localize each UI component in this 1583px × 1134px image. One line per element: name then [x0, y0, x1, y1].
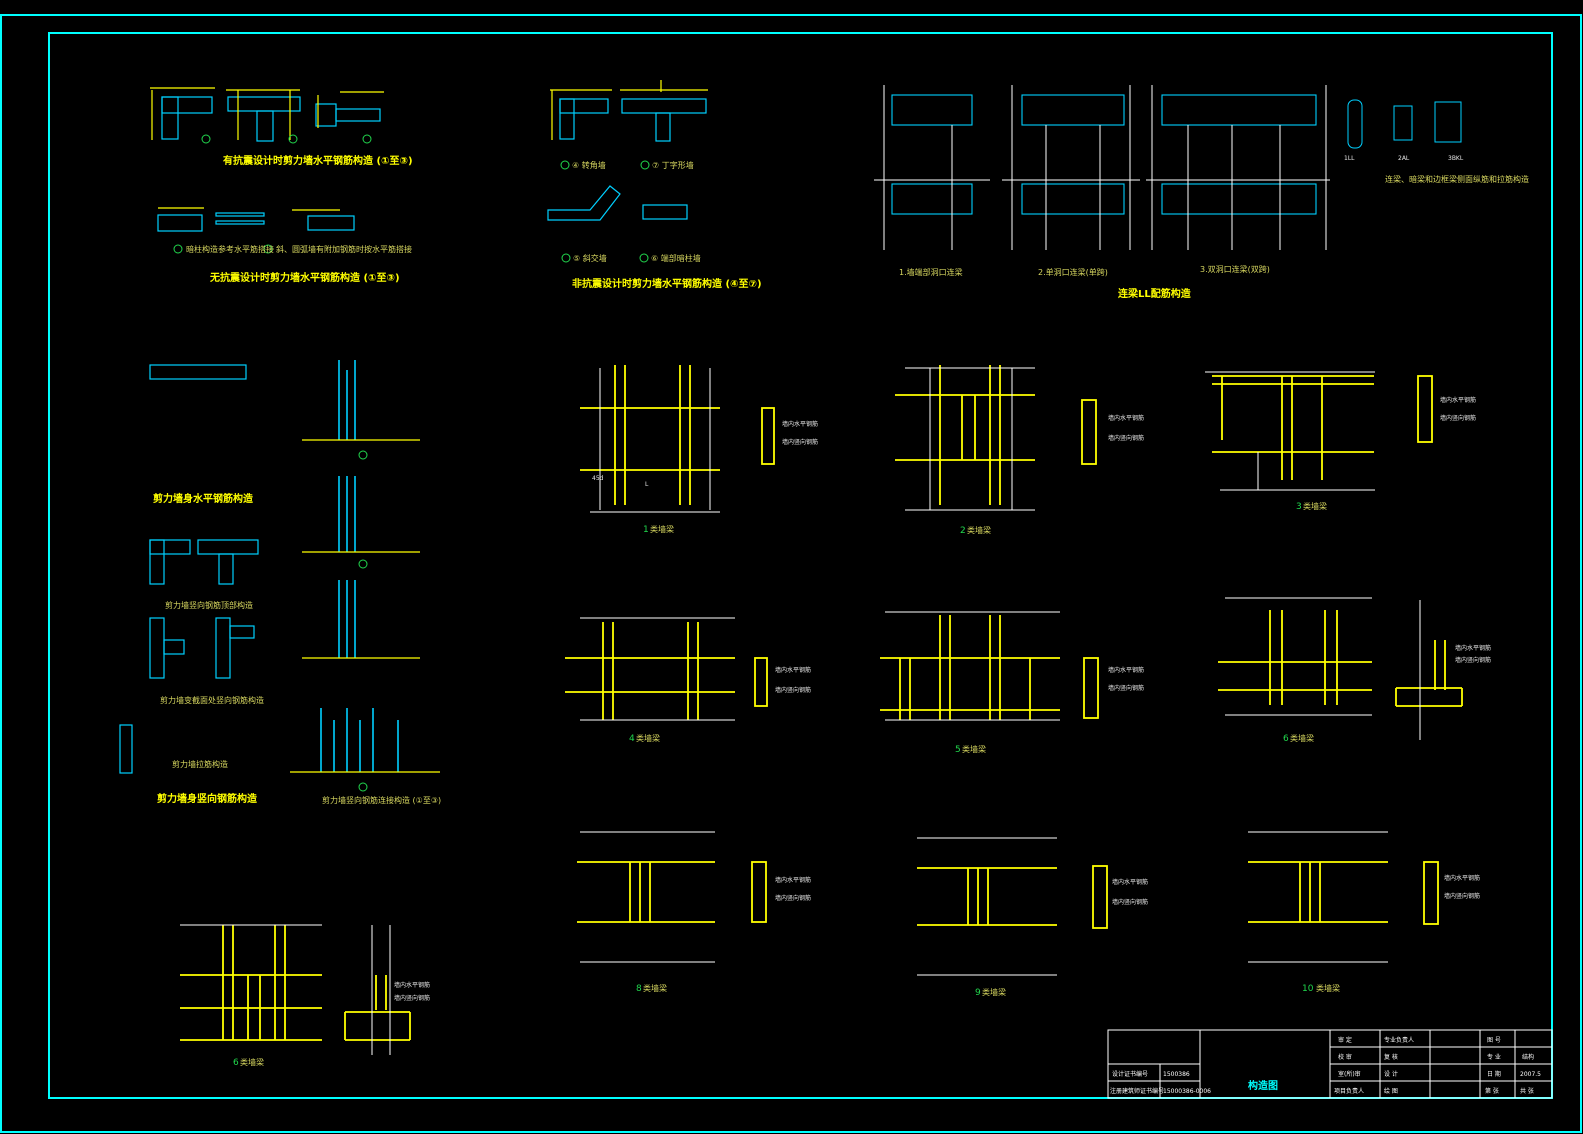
beam-8-num: 8 — [636, 984, 642, 994]
tb-r0c2: 图 号 — [1487, 1037, 1501, 1044]
annot-hbar-10: 墙内水平钢筋 — [1444, 874, 1480, 882]
annot-vbar-3: 墙内竖向钢筋 — [1440, 414, 1476, 422]
beam-6b-num: 6 — [233, 1058, 239, 1068]
tb-r3c2: 第 张 — [1485, 1087, 1499, 1095]
ll-sub-3: 3.双洞口连梁(双跨) — [1200, 264, 1270, 274]
tb-license-value: 1500386 — [1163, 1071, 1190, 1078]
tb-r3c3: 共 张 — [1520, 1087, 1534, 1095]
annot-hbar-6b: 墙内水平钢筋 — [394, 981, 430, 989]
annot-vbar-1: 墙内竖向钢筋 — [782, 438, 818, 446]
beam-4-label: 类墙梁 — [636, 733, 660, 743]
beam-10-num: 10 — [1302, 984, 1314, 994]
beam-2-label: 类墙梁 — [967, 525, 991, 535]
tb-r3c1: 绘 图 — [1384, 1087, 1398, 1095]
cap-left-d: 剪力墙竖向钢筋连接构造 (①至③) — [322, 795, 441, 805]
cap-left-b: 剪力墙变截面处竖向钢筋构造 — [160, 695, 264, 705]
cap-left-c: 剪力墙拉筋构造 — [172, 759, 228, 769]
annot-vbar-8: 墙内竖向钢筋 — [775, 894, 811, 902]
beam-1-label: 类墙梁 — [650, 524, 674, 534]
tb-r1c2: 专 业 — [1487, 1053, 1501, 1061]
wall-beam-captions: 1 类墙梁 2 类墙梁 3 类墙梁 4 类墙梁 5 类墙梁 6 类墙梁 8 类墙… — [233, 501, 1340, 1068]
tb-r2c0: 室(所)审 — [1338, 1070, 1361, 1078]
note-tl-b: 斜、圆弧墙有附加钢筋时按水平筋搭接 — [276, 244, 412, 254]
beam-9-num: 9 — [975, 988, 981, 998]
annot-hbar-2: 墙内水平钢筋 — [1108, 414, 1144, 422]
tb-r1c1: 复 核 — [1384, 1053, 1398, 1061]
annot-hbar-1: 墙内水平钢筋 — [782, 420, 818, 428]
tb-r0c0: 审 定 — [1338, 1036, 1352, 1044]
annot-45d-1: 45d — [592, 475, 604, 482]
annot-vbar-5: 墙内竖向钢筋 — [1108, 684, 1144, 692]
caption-mid: 非抗震设计时剪力墙水平钢筋构造 (④至⑦) — [572, 277, 762, 290]
annot-hbar-6: 墙内水平钢筋 — [1455, 644, 1491, 652]
beam-6-label: 类墙梁 — [1290, 733, 1314, 743]
cap-left-a: 剪力墙竖向钢筋顶部构造 — [165, 600, 253, 610]
beam-8-label: 类墙梁 — [643, 983, 667, 993]
tb-license-label: 设计证书编号 — [1112, 1070, 1148, 1078]
note-tl-a: 暗柱构造参考水平筋搭接 — [186, 244, 274, 254]
horiz-title: 剪力墙身水平钢筋构造 — [153, 492, 254, 505]
mark-mid-3: ⑤ 斜交墙 — [573, 253, 607, 263]
section-3bkl: 3BKL — [1448, 155, 1464, 162]
tb-r0c1: 专业负责人 — [1384, 1036, 1414, 1044]
annot-vbar-9: 墙内竖向钢筋 — [1112, 898, 1148, 906]
beam-6b-label: 类墙梁 — [240, 1057, 264, 1067]
tb-reg-label: 注册建筑师证书编号 — [1110, 1087, 1164, 1095]
section-2al: 2AL — [1398, 155, 1410, 162]
tb-r1c0: 校 审 — [1338, 1053, 1352, 1061]
left-column-details: 剪力墙身水平钢筋构造 剪力墙竖向钢筋顶部构造 剪力墙变截面处竖向钢筋构造 剪力墙… — [119, 360, 441, 805]
tb-r1c3: 结构 — [1522, 1053, 1534, 1061]
annot-vbar-4: 墙内竖向钢筋 — [775, 686, 811, 694]
beam-5-num: 5 — [955, 745, 961, 755]
top-right-coupling-beams: 1.墙端部洞口连梁 2.单洞口连梁(单跨) 3.双洞口连梁(双跨) 连梁LL配筋… — [874, 85, 1529, 300]
tb-r3c0: 项目负责人 — [1334, 1087, 1364, 1095]
wall-outlines — [180, 367, 1421, 1055]
annot-vbar-6b: 墙内竖向钢筋 — [394, 994, 430, 1002]
annot-vbar-10: 墙内竖向钢筋 — [1444, 892, 1480, 900]
tb-drawing-name: 构造图 — [1248, 1079, 1278, 1092]
outer-frame — [0, 14, 1582, 1133]
beam-9-label: 类墙梁 — [982, 987, 1006, 997]
section-1ll: 1LL — [1344, 155, 1355, 162]
annot-hbar-3: 墙内水平钢筋 — [1440, 396, 1476, 404]
beam-3-label: 类墙梁 — [1303, 501, 1327, 511]
beam-6-num: 6 — [1283, 734, 1289, 744]
beam-10-label: 类墙梁 — [1316, 983, 1340, 993]
annot-hbar-5: 墙内水平钢筋 — [1108, 666, 1144, 674]
ll-caption: 连梁LL配筋构造 — [1118, 287, 1192, 300]
ll-sub-2: 2.单洞口连梁(单跨) — [1038, 267, 1108, 277]
annot-hbar-9: 墙内水平钢筋 — [1112, 878, 1148, 886]
tb-reg-value: 15000386-0006 — [1163, 1088, 1211, 1095]
beam-5-label: 类墙梁 — [962, 744, 986, 754]
inner-frame — [48, 32, 1553, 1099]
mark-mid-1: ④ 转角墙 — [572, 160, 606, 170]
beam-2-num: 2 — [960, 526, 966, 536]
tb-r2c3: 2007.5 — [1520, 1071, 1541, 1078]
annot-l-1: L — [645, 481, 649, 488]
title-block: 设计证书编号 1500386 注册建筑师证书编号 15000386-0006 构… — [1107, 1029, 1553, 1099]
mark-mid-2: ⑦ 丁字形墙 — [652, 160, 694, 170]
mark-mid-4: ⑥ 端部暗柱墙 — [651, 253, 701, 263]
tb-r2c1: 设 计 — [1384, 1070, 1398, 1078]
beam-1-num: 1 — [643, 525, 649, 535]
top-left-details: 有抗震设计时剪力墙水平钢筋构造 (①至③) 暗柱构造参考水平筋搭接 斜、圆弧墙有… — [150, 87, 413, 284]
annot-hbar-4: 墙内水平钢筋 — [775, 666, 811, 674]
beam-4-num: 4 — [629, 734, 635, 744]
annot-hbar-8: 墙内水平钢筋 — [775, 876, 811, 884]
top-mid-details: ④ 转角墙 ⑦ 丁字形墙 ⑤ 斜交墙 ⑥ 端部暗柱墙 非抗震设计时剪力墙水平钢筋… — [547, 80, 762, 290]
caption-tl-2: 无抗震设计时剪力墙水平钢筋构造 (①至③) — [209, 271, 400, 284]
ll-sub-1: 1.墙端部洞口连梁 — [899, 267, 963, 277]
wall-beam-details — [180, 365, 1463, 1041]
annot-vbar-2: 墙内竖向钢筋 — [1108, 434, 1144, 442]
annotations: 墙内水平钢筋 墙内竖向钢筋 墙内水平钢筋 墙内竖向钢筋 墙内水平钢筋 墙内竖向钢… — [394, 396, 1491, 1002]
lb-notes: 连梁、暗梁和边框梁侧面纵筋和拉筋构造 — [1385, 174, 1529, 184]
caption-tl-1: 有抗震设计时剪力墙水平钢筋构造 (①至③) — [223, 154, 413, 167]
vert-title: 剪力墙身竖向钢筋构造 — [157, 792, 258, 805]
tb-r2c2: 日 期 — [1487, 1070, 1501, 1078]
annot-vbar-6: 墙内竖向钢筋 — [1455, 656, 1491, 664]
beam-3-num: 3 — [1296, 502, 1302, 512]
